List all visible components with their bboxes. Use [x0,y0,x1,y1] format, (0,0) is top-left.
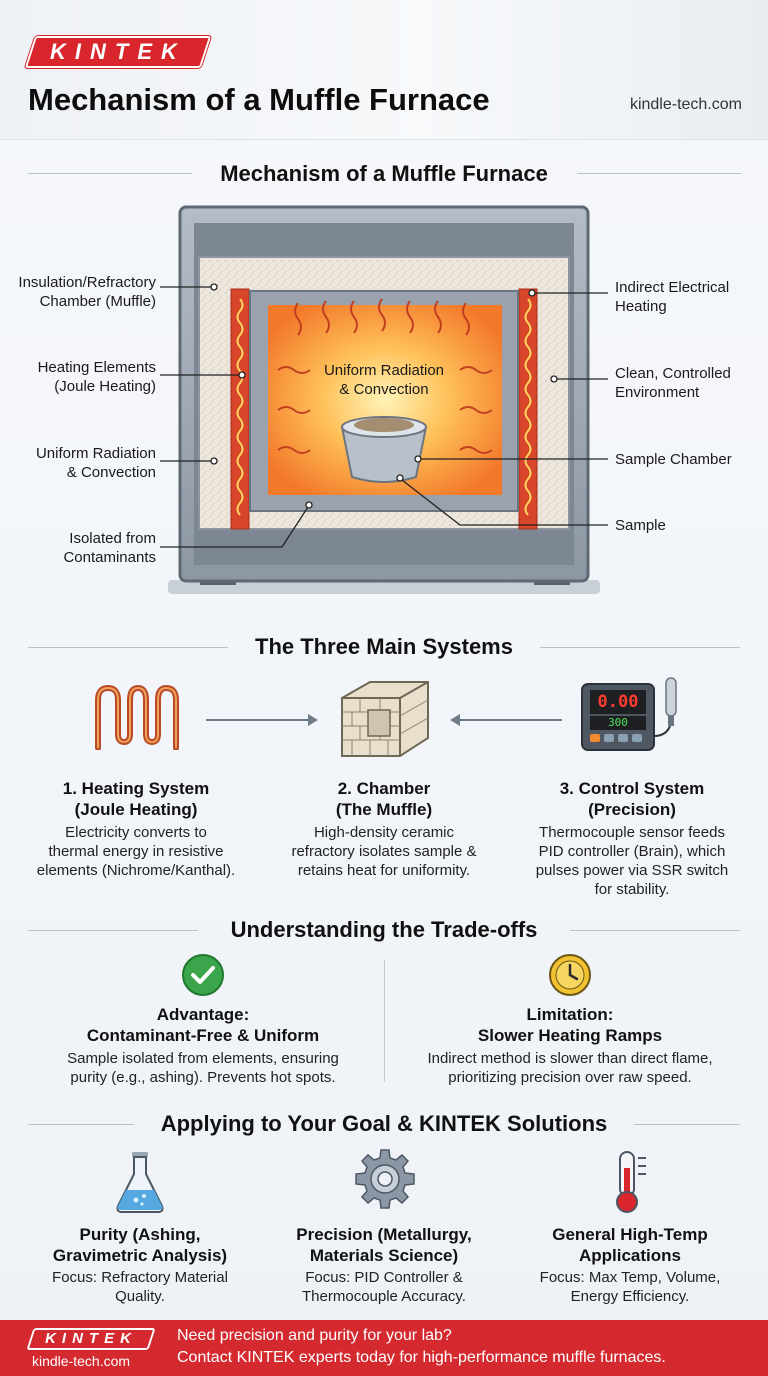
footer-logo: KINTEK [45,1330,137,1347]
footer-site-url[interactable]: kindle-tech.com [32,1353,131,1369]
goal-precision-title: Precision (Metallurgy,Materials Science) [296,1225,472,1265]
label-sample: Sample [615,517,666,534]
arrow-right-icon [206,714,318,726]
tradeoffs-heading: Understanding the Trade-offs [230,917,538,942]
gear-icon [355,1149,415,1209]
goals-heading: Applying to Your Goal & KINTEK Solutions [160,1111,608,1136]
site-url[interactable]: kindle-tech.com [629,96,742,113]
kintek-logo: KINTEK [50,39,186,64]
divider [28,173,192,174]
vertical-divider [384,960,385,1082]
system-chamber-title: 2. Chamber(The Muffle) [335,779,433,819]
systems-heading: The Three Main Systems [255,634,513,659]
thermometer-icon [616,1151,646,1213]
muffle-furnace-diagram [160,205,608,594]
footer-cta-line1: Need precision and purity for your lab? [177,1327,452,1344]
system-heating-title: 1. Heating System(Joule Heating) [62,779,210,819]
check-icon [182,954,224,996]
limitation-title: Limitation:Slower Heating Ramps [477,1005,663,1045]
arrow-left-icon [450,714,562,726]
divider [28,930,198,931]
flask-icon [116,1152,164,1213]
divider [577,173,741,174]
goal-precision-desc: Focus: PID Controller &Thermocouple Accu… [302,1269,466,1305]
heating-coil-icon [95,684,179,750]
goal-general-desc: Focus: Max Temp, Volume,Energy Efficienc… [539,1269,721,1305]
controller-display-main: 0.00 [597,692,639,712]
chamber-text-radiation: Uniform Radiation & Convection [323,362,445,398]
label-sample-chamber: Sample Chamber [615,451,732,468]
header: KINTEK Mechanism of a Muffle Furnace kin… [0,0,768,140]
divider [540,647,740,648]
pid-controller-icon [581,677,677,751]
divider [28,647,228,648]
goal-purity-title: Purity (Ashing,Gravimetric Analysis) [52,1225,228,1265]
diagram-heading: Mechanism of a Muffle Furnace [220,161,548,186]
controller-display-set: 300 [608,716,628,729]
advantage-title: Advantage:Contaminant-Free & Uniform [86,1005,320,1045]
footer-cta-line2[interactable]: Contact KINTEK experts today for high-pe… [177,1349,666,1366]
divider [634,1124,740,1125]
brick-chamber-icon [341,681,429,757]
limitation-desc: Indirect method is slower than direct fl… [427,1050,713,1086]
label-uniform-radiation: Uniform Radiation& Convection [35,445,156,481]
divider [570,930,740,931]
system-control-title: 3. Control System(Precision) [559,779,705,819]
label-heating-elements: Heating Elements(Joule Heating) [37,359,156,395]
clock-icon [549,954,591,996]
divider [28,1124,134,1125]
footer: KINTEK kindle-tech.com Need precision an… [0,1320,768,1376]
page-title: Mechanism of a Muffle Furnace [28,82,490,117]
